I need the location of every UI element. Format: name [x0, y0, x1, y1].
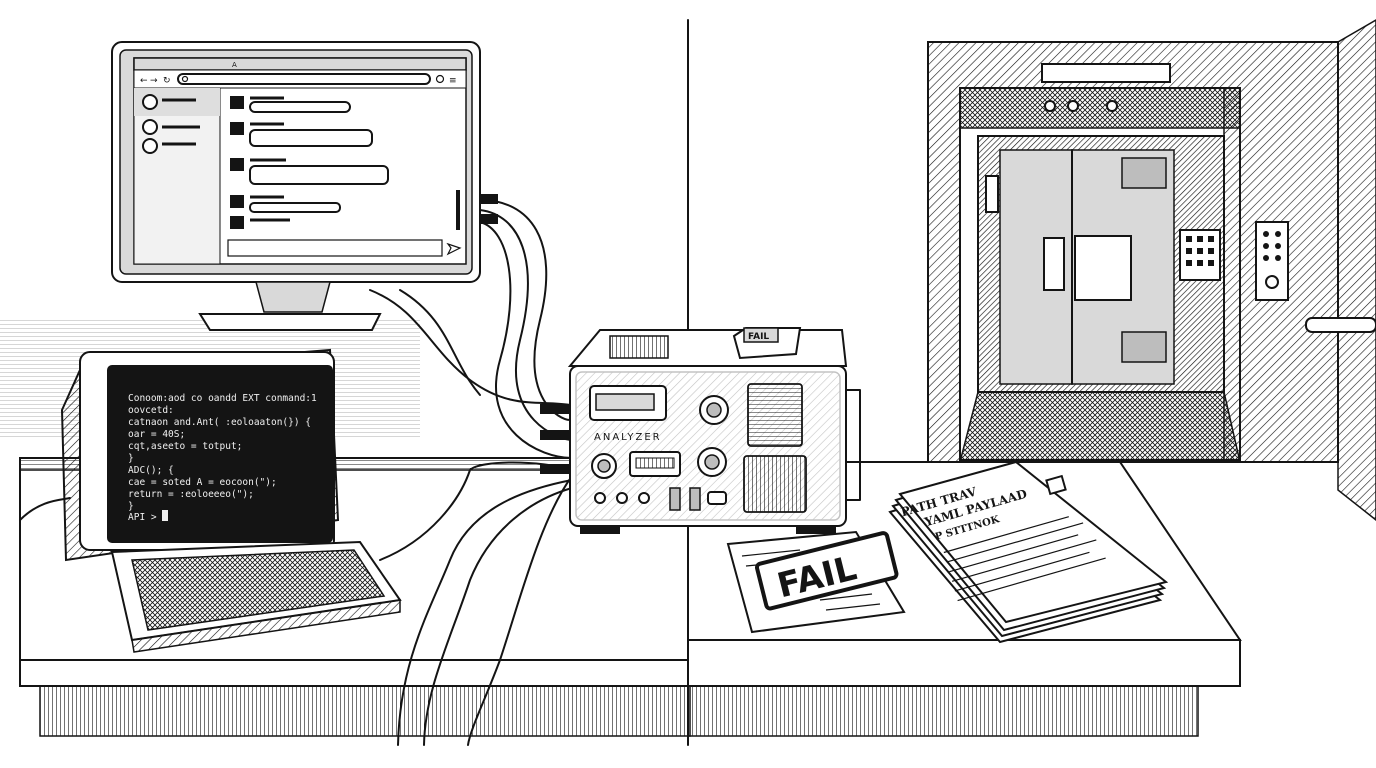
- toggle-switch[interactable]: [707, 491, 727, 505]
- avatar: [230, 122, 244, 135]
- indicator-light: [594, 492, 606, 504]
- toggle-switch[interactable]: [689, 487, 701, 511]
- door-panel: [1074, 235, 1132, 301]
- indicator-light: [616, 492, 628, 504]
- monitor-base: [198, 313, 382, 331]
- indicator-light: [1106, 100, 1118, 112]
- terminal-prompt[interactable]: API >: [128, 512, 157, 523]
- avatar: [142, 119, 158, 135]
- send-icon[interactable]: [446, 242, 462, 256]
- terminal-line: Conoom:aod co oandd EXT conmand:1: [128, 393, 317, 404]
- avatar: [230, 96, 244, 109]
- indicator-light: [638, 492, 650, 504]
- fail-report: FAIL: [726, 530, 906, 634]
- scrollbar[interactable]: [456, 190, 460, 230]
- terminal-line: oovcetd:: [128, 405, 174, 416]
- retro-terminal: Conoom:aod co oandd EXT conmand:1 oovcet…: [60, 348, 402, 653]
- terminal-line: return = :eoloeeeo(");: [128, 489, 254, 500]
- keypad-icon: [1179, 229, 1221, 281]
- address-bar[interactable]: [177, 73, 431, 85]
- chat-message-list: [230, 96, 389, 229]
- monitor-stand: [255, 281, 331, 313]
- menu-icon[interactable]: ≡: [449, 76, 457, 86]
- chat-sidebar: [133, 87, 221, 265]
- search-icon: [181, 75, 189, 83]
- speaker-grille-icon: [747, 383, 803, 447]
- settings-icon[interactable]: [435, 74, 445, 84]
- terminal-code: Conoom:aod co oandd EXT conmand:1 oovcet…: [128, 393, 317, 512]
- terminal-line: ADC(); {: [128, 465, 174, 476]
- speaker-grille-icon: [743, 455, 807, 513]
- vent-icon: [609, 335, 669, 359]
- wall-keypad-icon: [1255, 221, 1289, 301]
- door-hinge: [1121, 157, 1167, 189]
- desktop-monitor: A ← → ↻ ≡: [111, 41, 481, 331]
- terminal-line: cae = soted A = eocoon(");: [128, 477, 277, 488]
- browser-tab-bar: [133, 57, 467, 71]
- avatar: [230, 158, 244, 171]
- chat-message-input[interactable]: [227, 239, 443, 257]
- terminal-cursor: [162, 510, 168, 521]
- analyzer-label: ANALYZER: [594, 432, 662, 443]
- chat-bubble: [249, 101, 351, 113]
- chat-bubble: [249, 165, 389, 185]
- analyzer-device: ANALYZER FAIL: [567, 327, 861, 534]
- chat-bubble: [249, 202, 341, 213]
- browser-tab-label[interactable]: A: [232, 61, 237, 69]
- cables: [19, 194, 573, 746]
- keyboard-keys[interactable]: [131, 549, 386, 631]
- document-stack: PATH TRAV YAML PAYLAAD P STTTNOK: [888, 460, 1169, 644]
- avatar: [230, 216, 244, 229]
- indicator-light: [1044, 100, 1056, 112]
- forward-arrow-icon[interactable]: →: [150, 76, 158, 86]
- document-checkbox: [1045, 474, 1067, 496]
- railing: [1305, 317, 1376, 333]
- avatar: [142, 138, 158, 154]
- ceiling-light: [1041, 63, 1171, 83]
- terminal-line: cqt,aseeto = totput;: [128, 441, 242, 452]
- back-arrow-icon[interactable]: ←: [140, 76, 148, 86]
- chat-bubble: [249, 129, 373, 147]
- avatar: [230, 195, 244, 208]
- terminal-screen[interactable]: [107, 365, 333, 543]
- terminal-line: }: [128, 501, 134, 512]
- terminal-line: oar = 40S;: [128, 429, 185, 440]
- toggle-switch[interactable]: [669, 487, 681, 511]
- fail-stamp: [755, 531, 899, 611]
- reload-icon[interactable]: ↻: [163, 76, 171, 86]
- terminal-line: catnaon and.Ant( :eoloaaton(}) {: [128, 417, 311, 428]
- avatar: [142, 94, 158, 110]
- indicator-light: [1067, 100, 1079, 112]
- device-handle: [845, 389, 861, 501]
- door-hinge: [1121, 331, 1167, 363]
- terminal-line: }: [128, 453, 134, 464]
- door-handle: [1043, 237, 1065, 291]
- fail-tag-text: FAIL: [748, 332, 769, 342]
- vault-room: [927, 19, 1376, 521]
